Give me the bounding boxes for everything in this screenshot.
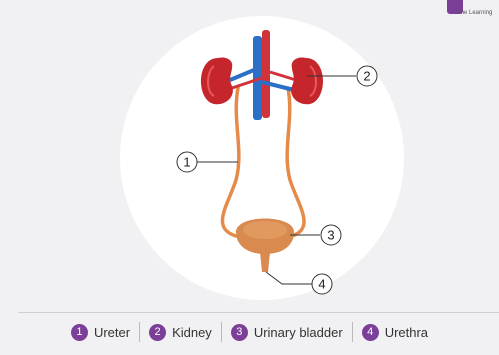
legend-separator: [352, 322, 353, 342]
legend-label: Ureter: [94, 325, 130, 340]
brand-text: The Learning: [457, 10, 492, 16]
legend-separator: [139, 322, 140, 342]
callout-1: 1: [177, 152, 197, 172]
legend: 1 Ureter 2 Kidney 3 Urinary bladder 4 Ur…: [0, 321, 499, 343]
legend-number-badge: 2: [149, 324, 166, 341]
left-kidney: [201, 57, 233, 104]
svg-text:4: 4: [318, 277, 325, 292]
right-kidney: [291, 57, 323, 104]
legend-item-urinary-bladder: 3 Urinary bladder: [231, 324, 343, 341]
callout-2: 2: [357, 66, 377, 86]
legend-item-kidney: 2 Kidney: [149, 324, 212, 341]
legend-label: Urinary bladder: [254, 325, 343, 340]
legend-label: Urethra: [385, 325, 428, 340]
legend-item-urethra: 4 Urethra: [362, 324, 428, 341]
callout-3: 3: [321, 225, 341, 245]
legend-number-badge: 3: [231, 324, 248, 341]
legend-number-badge: 1: [71, 324, 88, 341]
aorta: [262, 30, 270, 118]
callout-4: 4: [312, 274, 332, 294]
legend-label: Kidney: [172, 325, 212, 340]
bladder-highlight: [243, 221, 287, 239]
legend-number-badge: 4: [362, 324, 379, 341]
legend-item-ureter: 1 Ureter: [71, 324, 130, 341]
svg-text:1: 1: [183, 155, 190, 170]
legend-separator: [221, 322, 222, 342]
svg-text:3: 3: [327, 228, 334, 243]
brand: The Learning: [439, 0, 499, 20]
svg-text:2: 2: [363, 69, 370, 84]
legend-divider: [18, 312, 499, 313]
